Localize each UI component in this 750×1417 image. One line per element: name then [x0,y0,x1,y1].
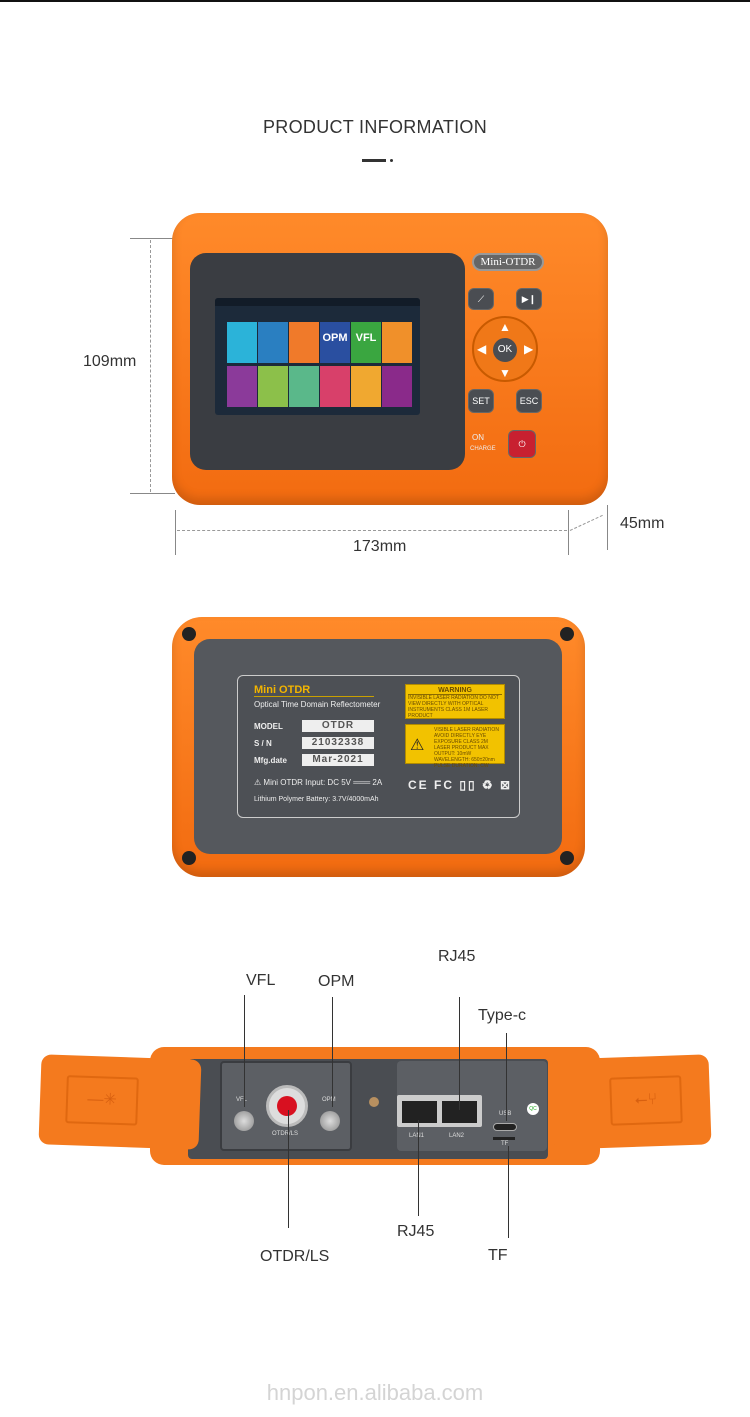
power-button[interactable]: ⏻ [508,430,536,458]
vfl-port [234,1111,254,1131]
esc-button[interactable]: ESC [516,389,542,413]
certification-icons: CE FC ▯▯ ♻ ⊠ [408,778,513,792]
lan1-port [402,1101,437,1123]
app-tile[interactable]: OPM [320,322,350,363]
laser-icon: —✳ [65,1075,139,1126]
callout-opm: OPM [318,973,355,990]
device-top-edge: VFL OTDR/LS OPM LAN1 LAN2 USB TF QC [150,1047,600,1165]
callout-vfl: VFL [246,972,276,989]
input-spec: ⚠ Mini OTDR Input: DC 5V ═══ 2A [254,778,383,787]
label-subtitle: Optical Time Domain Reflectometer [254,700,381,709]
sn-label: S / N [254,739,272,748]
qc-sticker: QC [527,1103,539,1115]
app-tile[interactable] [258,322,288,363]
left-dust-cover[interactable]: —✳ [38,1054,202,1150]
page-title: PRODUCT INFORMATION [262,117,488,137]
model-label: MODEL [254,722,283,731]
app-tile[interactable]: VFL [351,322,381,363]
title-divider [362,159,386,162]
dpad: ▲ ▼ ◀ ▶ OK [472,316,538,382]
title-divider-dot [390,159,393,162]
tf-slot [493,1137,515,1140]
top-border [0,0,750,2]
callout-otdr-ls: OTDR/LS [260,1248,330,1265]
usb-silk: USB [499,1111,511,1117]
app-tile[interactable] [289,322,319,363]
date-label: Mfg.date [254,756,287,765]
right-dust-cover[interactable]: ⭠⑂ [550,1054,712,1150]
app-tile[interactable] [351,366,381,407]
width-label: 173mm [353,538,407,555]
app-tile[interactable] [227,322,257,363]
rating-label: Mini OTDR Optical Time Domain Reflectome… [237,675,520,818]
warning-box: WARNING INVISIBLE LASER RADIATION DO NOT… [405,684,505,719]
left-arrow-icon[interactable]: ◀ [477,342,487,356]
app-tile[interactable] [382,366,412,407]
app-tile[interactable] [382,322,412,363]
laser-text: VISIBLE LASER RADIATION AVOID DIRECTLY E… [434,727,499,769]
app-tile[interactable] [258,366,288,407]
callout-typec: Type-c [478,1007,527,1024]
opm-port [320,1111,340,1131]
optical-port-panel: VFL OTDR/LS OPM [220,1061,352,1151]
otdr-port [266,1085,308,1127]
ok-button[interactable]: OK [493,338,517,362]
otdr-silk: OTDR/LS [272,1131,299,1137]
test-button[interactable]: ⟋ [468,288,494,310]
warning-text: INVISIBLE LASER RADIATION DO NOT VIEW DI… [408,695,499,719]
tf-silk: TF [501,1141,509,1147]
sn-value: 21032338 [302,737,374,749]
indicator-led [369,1097,379,1107]
device-back: Mini OTDR Optical Time Domain Reflectome… [172,617,585,877]
charge-indicator: CHARGE [470,446,496,452]
brand-badge: Mini-OTDR [472,253,544,271]
opm-silk: OPM [322,1097,336,1103]
lan2-port [442,1101,477,1123]
laser-hazard-icon: ⚠ [410,737,425,754]
battery-spec: Lithium Polymer Battery: 3.7V/4000mAh [254,796,379,803]
callout-rj45-bottom: RJ45 [397,1223,435,1240]
lan2-silk: LAN2 [449,1133,465,1139]
warning-title: WARNING [408,687,502,695]
label-product-name: Mini OTDR [254,684,311,696]
depth-label: 45mm [620,515,665,532]
vfl-silk: VFL [236,1097,248,1103]
date-value: Mar-2021 [302,754,374,766]
down-arrow-icon[interactable]: ▼ [499,366,511,380]
lan1-silk: LAN1 [409,1133,425,1139]
app-tile[interactable] [320,366,350,407]
usb-icon: ⭠⑂ [609,1075,683,1126]
up-arrow-icon[interactable]: ▲ [499,320,511,334]
model-value: OTDR [302,720,374,732]
watermark: hnpon.en.alibaba.com [266,1380,484,1405]
play-pause-button[interactable]: ▶❙ [516,288,542,310]
set-button[interactable]: SET [468,389,494,413]
app-tile[interactable] [289,366,319,407]
right-arrow-icon[interactable]: ▶ [524,342,534,356]
data-port-panel: LAN1 LAN2 USB TF QC [397,1061,547,1151]
callout-rj45-top: RJ45 [438,948,476,965]
usb-c-port [493,1123,517,1131]
laser-warning-box: ⚠ VISIBLE LASER RADIATION AVOID DIRECTLY… [405,724,505,769]
on-indicator: ON [472,433,484,442]
height-label: 109mm [83,353,137,370]
callout-tf: TF [488,1247,508,1264]
app-tile[interactable] [227,366,257,407]
input-text: Mini OTDR Input: DC 5V ═══ 2A [263,778,383,787]
